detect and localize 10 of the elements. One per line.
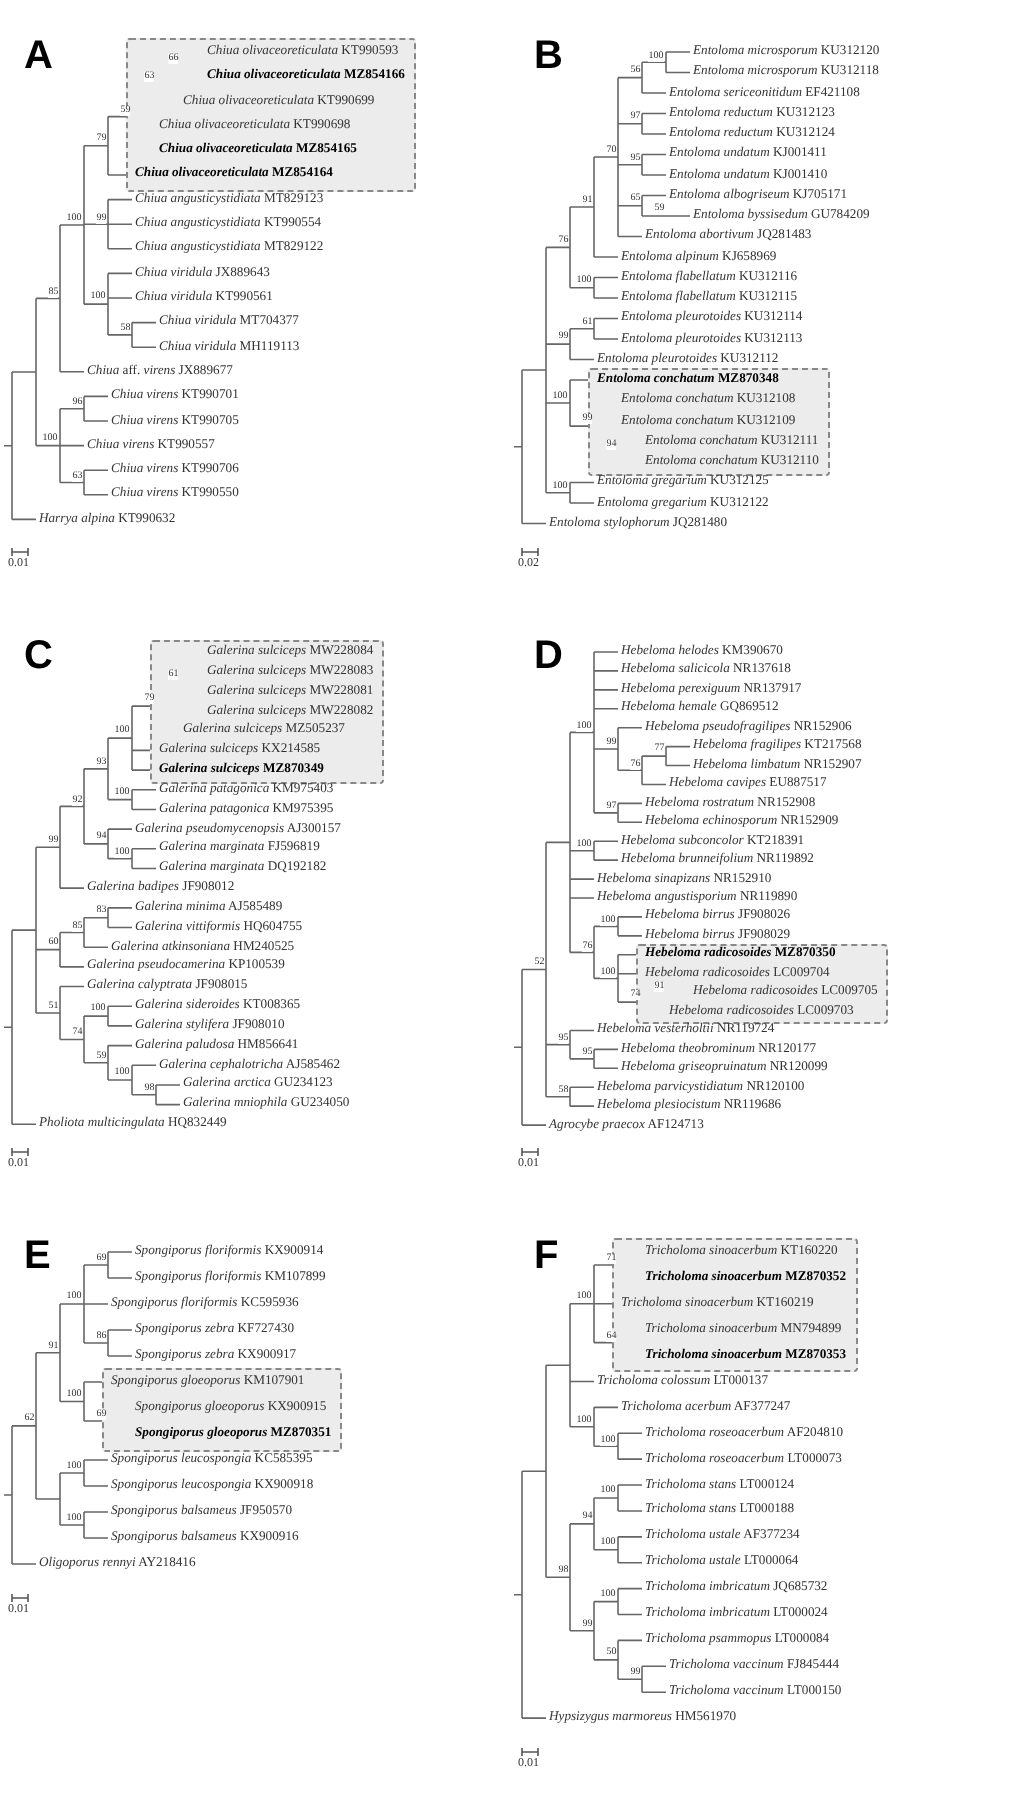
panel-letter: D	[534, 636, 563, 676]
panel-letter: B	[534, 36, 563, 76]
highlight-box	[102, 1367, 341, 1451]
highlight-box	[150, 640, 383, 784]
highlight-box	[126, 37, 415, 192]
panel-letter: A	[24, 36, 53, 76]
panel-letter: E	[24, 1236, 51, 1276]
highlight-box	[588, 367, 829, 477]
panel-letter: C	[24, 636, 53, 676]
panel-letter: F	[534, 1236, 559, 1276]
